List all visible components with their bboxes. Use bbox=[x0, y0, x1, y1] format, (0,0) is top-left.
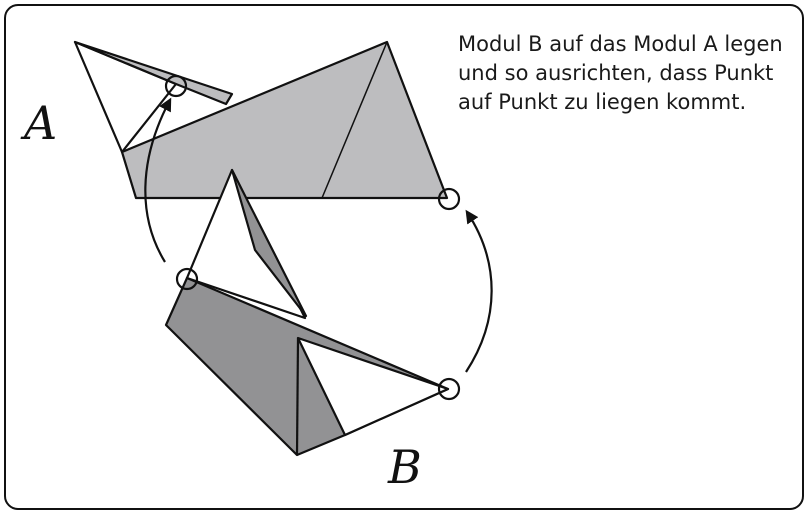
module-a-crease bbox=[321, 41, 388, 199]
point-a-top-circle bbox=[164, 74, 188, 98]
instruction-line: und so ausrichten, dass Punkt bbox=[458, 61, 774, 85]
module-b-dark-body bbox=[164, 276, 450, 457]
module-b-upper-flap bbox=[230, 168, 308, 318]
module-b-white-flap bbox=[296, 336, 450, 437]
instruction-line: Modul B auf das Modul A legen bbox=[458, 32, 783, 56]
module-a-label: A bbox=[24, 96, 58, 150]
arrow-left bbox=[144, 97, 172, 263]
module-a bbox=[73, 40, 449, 200]
instruction-text: Modul B auf das Modul A legen und so aus… bbox=[458, 30, 803, 117]
module-a-body bbox=[120, 40, 449, 200]
arrow-right bbox=[465, 209, 493, 373]
alignment-points bbox=[164, 74, 461, 401]
point-a-right-circle bbox=[437, 187, 461, 211]
point-b-left-circle bbox=[175, 267, 199, 291]
instruction-line: auf Punkt zu liegen kommt. bbox=[458, 90, 747, 114]
module-b-label: B bbox=[388, 440, 422, 494]
module-b-crease bbox=[295, 337, 300, 456]
alignment-arrows bbox=[144, 97, 493, 373]
point-b-right-circle bbox=[437, 377, 461, 401]
module-b bbox=[164, 168, 450, 457]
